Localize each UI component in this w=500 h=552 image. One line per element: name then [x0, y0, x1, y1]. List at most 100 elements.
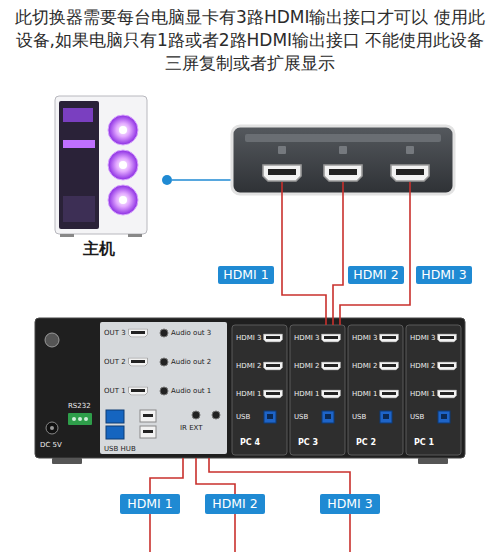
- port-label: HDMI 1: [410, 390, 435, 398]
- hdmi-tag: HDMI 1: [218, 266, 274, 284]
- bracket-screw: [406, 146, 414, 154]
- port-label: PC 1: [414, 438, 434, 448]
- hdmi-port: [322, 334, 341, 342]
- heading: 此切换器需要每台电脑显卡有3路HDMI输出接口才可以 使用此设备,如果电脑只有1…: [15, 6, 485, 75]
- hdmi-cable: [409, 182, 411, 262]
- port-label: USB HUB: [104, 445, 136, 453]
- port-label: PC 3: [298, 438, 318, 448]
- pc-panel: [290, 325, 345, 455]
- zoom-dot: [162, 175, 172, 185]
- case-fan: [108, 115, 138, 145]
- pc-input-panel: HDMI 3 HDMI 2 HDMI 1 USB PC 3: [290, 325, 345, 455]
- port-label: 主机: [83, 240, 115, 258]
- bracket-screw: [339, 146, 347, 154]
- port-label: HDMI 2: [352, 362, 377, 370]
- hdmi-tag: HDMI 1: [120, 494, 180, 514]
- hdmi-port: [438, 334, 457, 342]
- usb-b-slot: [267, 414, 273, 419]
- hdmi-port: [380, 390, 399, 398]
- tower-foot: [128, 234, 142, 237]
- ground-screw: [45, 333, 59, 347]
- port-label: HDMI 1: [294, 390, 319, 398]
- pc-tower: [55, 96, 147, 237]
- pc-panel: [232, 325, 287, 455]
- hdmi-port: [129, 358, 148, 366]
- audio-jack: [160, 358, 168, 366]
- fan-hub: [119, 196, 127, 204]
- port-label: USB: [294, 413, 308, 421]
- hdmi-port: [322, 390, 341, 398]
- output-panel: [100, 322, 227, 454]
- hdmi-cable: [196, 458, 235, 494]
- hdmi-port: [324, 165, 362, 181]
- fan-hub: [119, 161, 127, 169]
- port-label: HDMI 1: [352, 390, 377, 398]
- hdmi-cable: [209, 458, 350, 494]
- hdmi-cable: [282, 262, 326, 325]
- hdmi-port: [322, 362, 341, 370]
- audio-jack: [160, 387, 168, 395]
- monitor-cable: [149, 514, 151, 552]
- port-label: HDMI 3: [294, 334, 319, 342]
- port-label: Audio out 3: [171, 329, 211, 337]
- hdmi-port: [264, 390, 283, 398]
- port-label: USB: [410, 413, 424, 421]
- monitor-cable: [234, 514, 236, 552]
- switch-foot: [52, 458, 82, 464]
- rs232-terminal: [68, 413, 92, 425]
- port-label: HDMI 3: [352, 334, 377, 342]
- pc-input-panel: HDMI 3HDMI 2HDMI 1USBPC 4: [232, 325, 287, 455]
- port-label: Audio out 1: [171, 387, 211, 395]
- terminal-screw: [72, 417, 76, 421]
- port-label: HDMI 2: [236, 362, 261, 370]
- switch-foot: [418, 458, 448, 464]
- monitor-cable: [349, 514, 351, 552]
- hdmi-port: [264, 362, 283, 370]
- usb-b-port: [322, 411, 334, 423]
- pc-panel: [348, 325, 403, 455]
- hdmi-port: [264, 334, 283, 342]
- port-label: OUT 1: [104, 387, 126, 395]
- usb-hub-port: [106, 426, 124, 439]
- port-label: Audio out 2: [171, 358, 211, 366]
- pc-panel: [406, 325, 461, 455]
- tag-label: HDMI 3: [327, 496, 372, 512]
- speaker-jack: [212, 411, 220, 419]
- usb-b-slot: [325, 414, 331, 419]
- usb-slot: [143, 430, 153, 433]
- hdmi-cable: [150, 458, 183, 494]
- tag-label: HDMI 3: [421, 267, 466, 283]
- hdmi-tag: HDMI 3: [320, 494, 380, 514]
- case-fan: [108, 150, 138, 180]
- dc-jack: [46, 422, 58, 434]
- port-label: USB: [352, 413, 366, 421]
- hdmi-cable: [340, 262, 410, 325]
- bracket-screw: [278, 146, 286, 154]
- pc-panels: [232, 325, 461, 455]
- host-computer: 主机: [48, 90, 460, 262]
- ir-jack: [192, 411, 200, 419]
- hdmi-port: [380, 334, 399, 342]
- usb-b-port: [438, 411, 450, 423]
- usb-b-port: [264, 411, 276, 423]
- dc-pin: [50, 426, 54, 430]
- side-glass: [59, 101, 99, 229]
- port-label: HDMI 2: [294, 362, 319, 370]
- port-label: USB: [236, 413, 250, 421]
- tag-label: HDMI 2: [353, 267, 398, 283]
- graphics-card: [63, 140, 95, 148]
- hdmi-cable: [333, 262, 343, 325]
- kvm-switch: OUT 3Audio out 3OUT 2Audio out 2OUT 1Aud…: [35, 318, 465, 458]
- port-label: PC 4: [240, 438, 260, 448]
- hdmi-cable: [342, 182, 344, 262]
- pc-input-panel: HDMI 3HDMI 2HDMI 1USBPC 2: [348, 325, 403, 455]
- hdmi-cable: [281, 182, 283, 262]
- port-label: HDMI 2: [410, 362, 435, 370]
- usb-hub-port: [106, 410, 124, 423]
- usb-slot: [143, 414, 153, 417]
- hdmi-port: [438, 362, 457, 370]
- hdmi-tag: HDMI 2: [348, 266, 404, 284]
- tower-case: [55, 96, 147, 234]
- switch-housing: [35, 318, 465, 458]
